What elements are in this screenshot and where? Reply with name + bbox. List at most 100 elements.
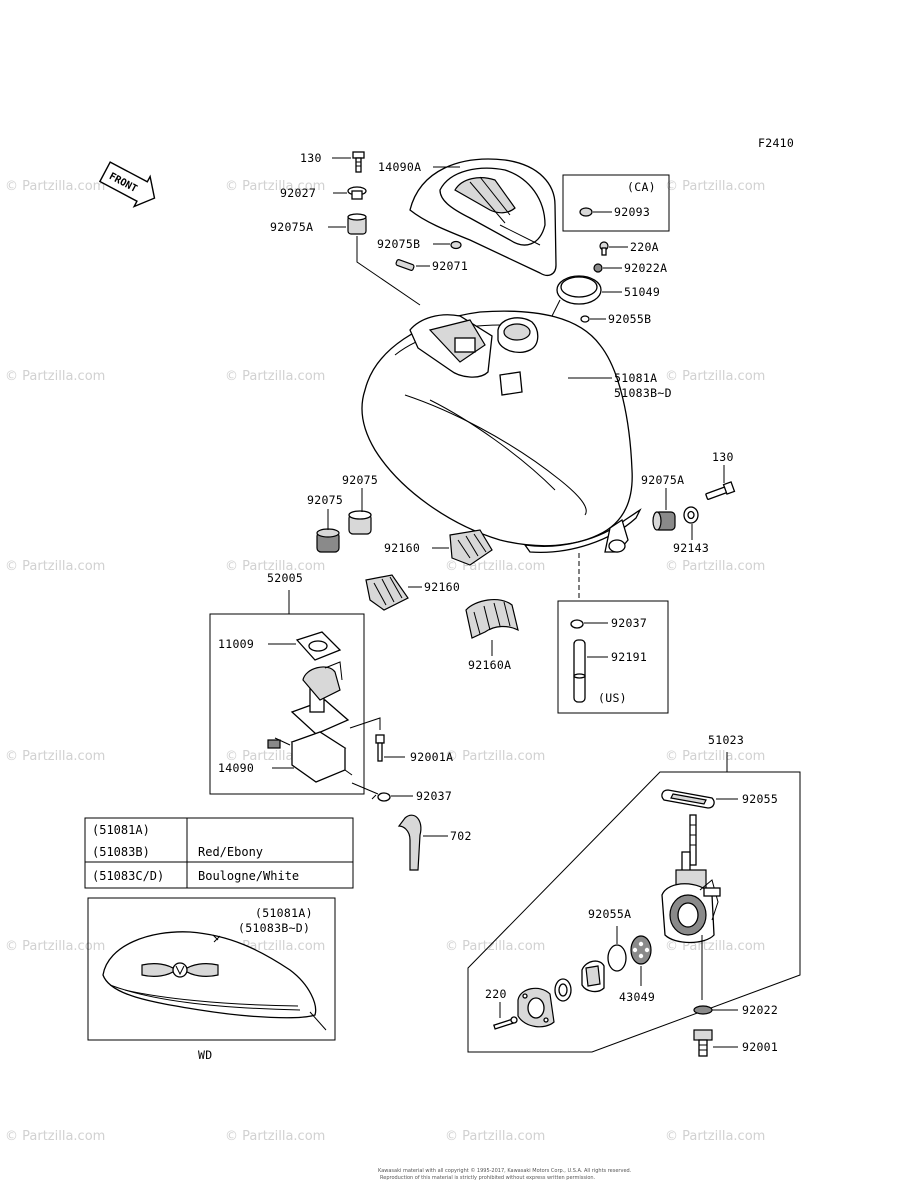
copyright-footer: Kawasaki material with all copyright © 1… (378, 1167, 632, 1174)
watermark: © Partzilla.com (665, 179, 765, 194)
part-label-92160-a: 92160 (384, 541, 420, 555)
part-label-92037-a: 92037 (611, 616, 647, 630)
screw-220-icon (493, 1016, 518, 1030)
part-label-92071: 92071 (432, 259, 468, 273)
part-label-92075-a: 92075 (307, 493, 343, 507)
watermark: © Partzilla.com (445, 1129, 545, 1144)
part-label-92055b: 92055B (608, 312, 651, 326)
part-label-92075a-right: 92075A (641, 473, 684, 487)
front-arrow-icon: FRONT (98, 161, 156, 208)
inset-caption: WD (198, 1048, 212, 1062)
watermark: © Partzilla.com (445, 749, 545, 764)
watermark: © Partzilla.com (225, 369, 325, 384)
color-table-code: (51083B) (92, 845, 150, 859)
inset-tank-decal: (51081A) (51083B~D) WD (87, 897, 336, 1062)
part-label-92143: 92143 (673, 541, 709, 555)
part-label-11009: 11009 (218, 637, 254, 651)
ca-label: (CA) (627, 180, 656, 194)
pad-92160-a-icon (449, 529, 493, 566)
part-label-92093: 92093 (614, 205, 650, 219)
part-label-130: 130 (300, 151, 322, 165)
part-label-51081a: 51081A (614, 371, 657, 385)
part-label-51049: 51049 (624, 285, 660, 299)
part-label-92075a: 92075A (270, 220, 313, 234)
part-label-92001a: 92001A (410, 750, 453, 764)
part-label-220: 220 (485, 987, 507, 1001)
part-label-14090: 14090 (218, 761, 254, 775)
bolt-92001a-icon (375, 734, 385, 762)
valve-cover-icon (517, 987, 555, 1028)
watermark: © Partzilla.com (665, 369, 765, 384)
part-label-702: 702 (450, 829, 472, 843)
pad-92160a-icon (465, 598, 519, 639)
us-box (557, 600, 669, 714)
inset-code-b: (51083B~D) (238, 921, 310, 935)
part-label-92001: 92001 (742, 1040, 778, 1054)
washer-92022-icon (693, 1005, 713, 1015)
tank-cover-14090a-icon (409, 158, 557, 276)
color-table: (51081A) (51083B) Red/Ebony (51083C/D) B… (84, 817, 354, 889)
nut-92093-icon (579, 207, 593, 217)
part-label-92037-b: 92037 (416, 789, 452, 803)
oring-92055a-icon (607, 944, 627, 972)
watermark: © Partzilla.com (665, 749, 765, 764)
fuel-valve-icon (661, 814, 721, 1000)
damper-92075-a-icon (316, 528, 340, 553)
part-label-130-right: 130 (712, 450, 734, 464)
part-label-220a: 220A (630, 240, 659, 254)
part-label-92022a: 92022A (624, 261, 667, 275)
us-label: (US) (598, 691, 627, 705)
watermark: © Partzilla.com (225, 559, 325, 574)
color-table-code: (51081A) (92, 823, 150, 837)
bolt-130-icon (352, 151, 365, 173)
damper-92075a-right-icon (652, 511, 676, 531)
collar-92027-icon (347, 186, 367, 200)
collar-92143-icon (683, 506, 699, 524)
inset-code-a: (51081A) (255, 906, 313, 920)
part-label-92027: 92027 (280, 186, 316, 200)
plate-43049-icon (630, 935, 652, 965)
watermark: © Partzilla.com (225, 179, 325, 194)
color-table-code: (51083C/D) (92, 869, 164, 883)
watermark: © Partzilla.com (5, 939, 105, 954)
watermark: © Partzilla.com (5, 749, 105, 764)
watermark: © Partzilla.com (665, 1129, 765, 1144)
part-label-92075-b: 92075 (342, 473, 378, 487)
part-label-92191: 92191 (611, 650, 647, 664)
part-label-14090a: 14090A (378, 160, 421, 174)
part-label-92160-b: 92160 (424, 580, 460, 594)
part-label-92055a: 92055A (588, 907, 631, 921)
part-label-92160a: 92160A (468, 658, 511, 672)
watermark: © Partzilla.com (5, 1129, 105, 1144)
part-label-43049: 43049 (619, 990, 655, 1004)
watermark: © Partzilla.com (225, 1129, 325, 1144)
part-label-51023: 51023 (708, 733, 744, 747)
band-92071-icon (395, 259, 415, 271)
watermark: © Partzilla.com (5, 559, 105, 574)
hose-92191-icon (573, 639, 586, 703)
diagram-code: F2410 (758, 136, 794, 150)
watermark: © Partzilla.com (665, 559, 765, 574)
valve-lever-icon (581, 960, 605, 993)
fuel-tank-icon (361, 310, 642, 554)
pad-92160-b-icon (365, 574, 409, 611)
damper-92075a-icon (347, 213, 367, 235)
oring-small-icon (554, 978, 572, 1002)
valve-assembly-box (467, 771, 801, 1053)
watermark: © Partzilla.com (445, 939, 545, 954)
ca-box (562, 174, 670, 232)
part-label-92022: 92022 (742, 1003, 778, 1017)
copyright-footer-2: Reproduction of this material is strictl… (380, 1175, 596, 1181)
watermark: © Partzilla.com (5, 179, 105, 194)
part-label-92075b: 92075B (377, 237, 420, 251)
part-label-92055: 92055 (742, 792, 778, 806)
hose-702-icon (397, 814, 422, 871)
color-table-color: Red/Ebony (198, 845, 263, 859)
gasket-92055-icon (661, 789, 715, 809)
assembly-52005-box (209, 613, 365, 795)
watermark: © Partzilla.com (5, 369, 105, 384)
washer-92022a-icon (593, 263, 603, 273)
clamp-92037-lower-icon (371, 792, 391, 802)
gasket-11009-icon (295, 631, 342, 661)
part-label-52005: 52005 (267, 571, 303, 585)
